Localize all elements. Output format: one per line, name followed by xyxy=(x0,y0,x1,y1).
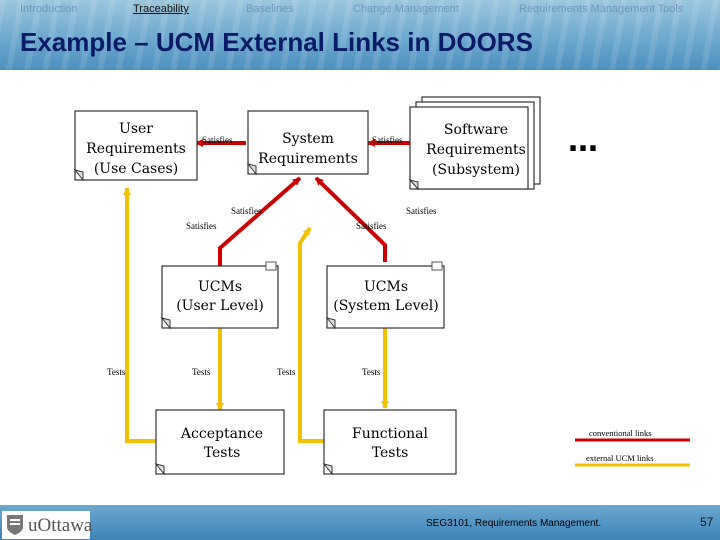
external-links xyxy=(123,187,690,467)
box-user-req-line2: Requirements xyxy=(86,141,186,157)
box-ucm-user-line1: UCMs xyxy=(198,279,242,295)
box-system-req-line2: Requirements xyxy=(258,151,358,167)
university-logo: uOttawa xyxy=(2,511,93,539)
nav-introduction[interactable]: Introduction xyxy=(20,3,78,15)
nav-baselines[interactable]: Baselines xyxy=(246,3,294,15)
nav-tools[interactable]: Requirements Management Tools xyxy=(519,3,684,15)
box-user-requirements[interactable]: User Requirements (Use Cases) xyxy=(73,110,198,182)
box-software-req-line1: Software xyxy=(444,122,508,138)
box-functional-line2: Tests xyxy=(372,445,409,461)
label-tests: Tests xyxy=(192,367,211,377)
box-ucm-system-line2: (System Level) xyxy=(333,298,439,314)
label-tests: Tests xyxy=(362,367,381,377)
box-ucm-user-level[interactable]: UCMs (User Level) xyxy=(160,261,279,330)
box-software-req-line3: (Subsystem) xyxy=(432,162,520,178)
external-link-icon xyxy=(265,261,277,271)
page-number: 57 xyxy=(700,515,714,529)
slide-title: Example – UCM External Links in DOORS xyxy=(20,27,533,57)
footer-banner xyxy=(0,505,720,540)
link-tests-3 xyxy=(298,226,324,443)
box-acceptance-line2: Tests xyxy=(204,445,241,461)
box-software-req-line2: Requirements xyxy=(426,142,526,158)
box-user-req-line1: User xyxy=(119,121,153,137)
label-satisfies: Satisfies xyxy=(356,221,387,231)
box-system-requirements[interactable]: System Requirements xyxy=(246,110,369,176)
header-banner xyxy=(0,0,720,70)
legend-external-label: external UCM links xyxy=(586,453,654,463)
box-ucm-system-line1: UCMs xyxy=(364,279,408,295)
box-system-req-line1: System xyxy=(282,131,334,147)
box-functional-line1: Functional xyxy=(352,426,428,442)
label-satisfies: Satisfies xyxy=(406,206,437,216)
footer-course: SEG3101, Requirements Management. xyxy=(426,518,602,529)
external-link-icon xyxy=(431,261,443,271)
label-satisfies: Satisfies xyxy=(372,135,403,145)
logo-text: uOttawa xyxy=(28,515,93,536)
box-user-req-line3: (Use Cases) xyxy=(94,161,178,177)
label-satisfies: Satisfies xyxy=(231,206,262,216)
label-tests: Tests xyxy=(277,367,296,377)
link-tests-1 xyxy=(123,187,156,443)
box-ucm-user-line2: (User Level) xyxy=(176,298,264,314)
nav-traceability[interactable]: Traceability xyxy=(133,3,189,15)
box-functional-tests[interactable]: Functional Tests xyxy=(322,409,457,476)
box-ucm-system-level[interactable]: UCMs (System Level) xyxy=(325,261,445,330)
box-software-requirements[interactable]: Software Requirements (Subsystem) xyxy=(408,96,541,191)
legend-conventional-label: conventional links xyxy=(589,428,652,438)
label-tests: Tests xyxy=(107,367,126,377)
link-satisfies-3 xyxy=(218,176,302,268)
nav-change-management[interactable]: Change Management xyxy=(353,3,459,15)
conventional-links xyxy=(195,139,690,442)
link-satisfies-4 xyxy=(314,176,387,262)
crest-icon xyxy=(7,515,23,535)
ellipsis-more: … xyxy=(568,124,598,159)
label-satisfies: Satisfies xyxy=(186,221,217,231)
box-acceptance-line1: Acceptance xyxy=(180,426,263,442)
label-satisfies: Satisfies xyxy=(202,135,233,145)
box-acceptance-tests[interactable]: Acceptance Tests xyxy=(154,409,285,476)
